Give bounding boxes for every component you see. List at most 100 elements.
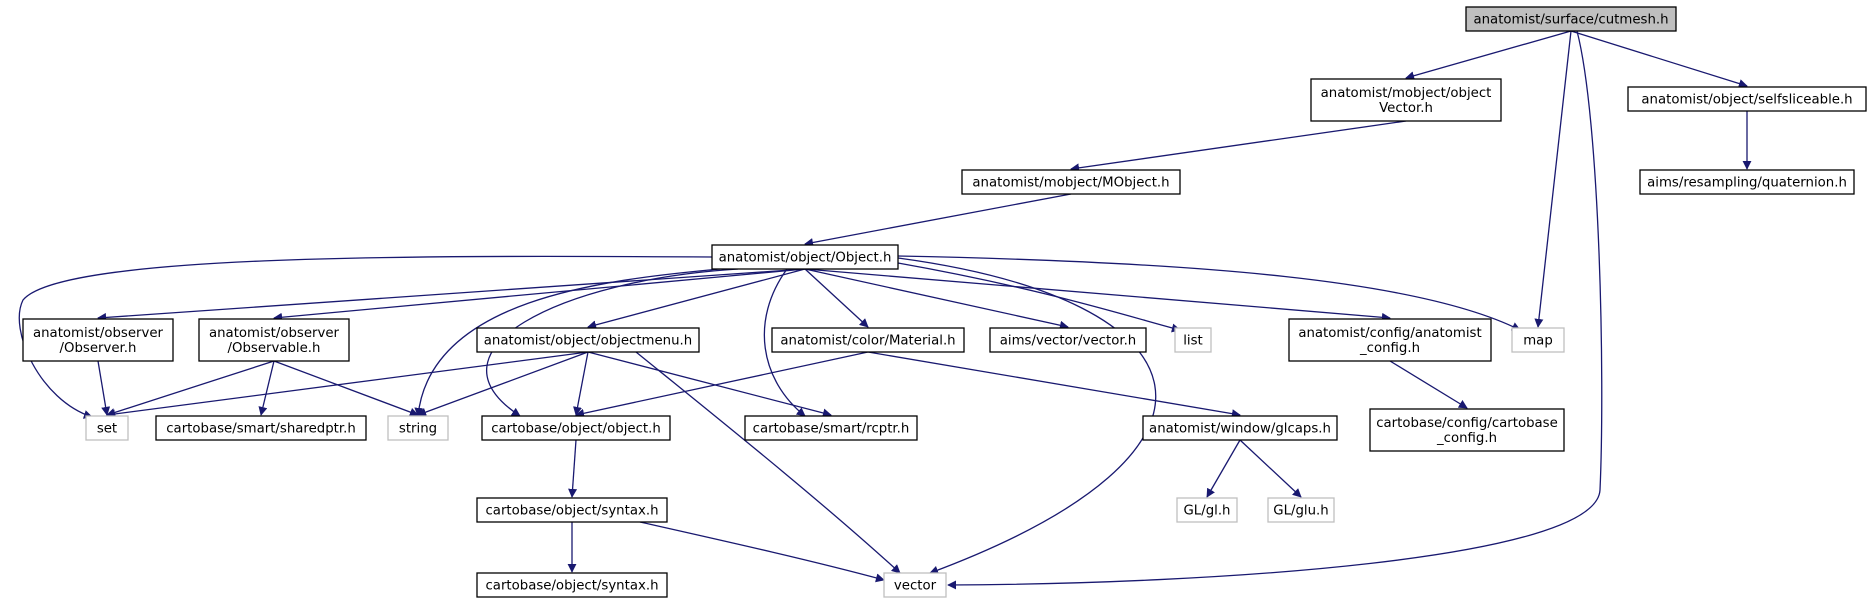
edge-objectmenu-to-rcptr — [587, 351, 832, 418]
node-box — [1369, 408, 1565, 452]
edge-cutmesh-to-selfsliceable — [1570, 30, 1748, 88]
node-label: anatomist/window/glcaps.h — [1149, 422, 1331, 437]
edge-object_h-to-anaconfig — [804, 268, 1391, 322]
node-box — [1627, 86, 1867, 112]
node-box — [476, 327, 700, 353]
edge-glcaps-to-gl — [1206, 439, 1241, 498]
node-label: anatomist/color/Material.h — [780, 334, 955, 349]
node-box — [22, 318, 174, 362]
node-selfsliceable[interactable]: anatomist/object/selfsliceable.h — [1627, 86, 1867, 112]
node-list: list — [1174, 327, 1212, 353]
edge-object_h-to-list — [897, 262, 1181, 333]
node-material[interactable]: anatomist/color/Material.h — [771, 327, 965, 353]
edge-object_h-to-vector — [897, 257, 1157, 575]
node-box — [1174, 327, 1212, 353]
node-glcaps[interactable]: anatomist/window/glcaps.h — [1142, 415, 1338, 441]
node-box — [1639, 169, 1855, 195]
node-label: cartobase/object/object.h — [491, 422, 661, 437]
node-aimsvector[interactable]: aims/vector/vector.h — [989, 327, 1147, 353]
node-label: GL/gl.h — [1184, 504, 1231, 519]
node-label: /Observable.h — [228, 341, 321, 356]
node-label: list — [1183, 334, 1203, 349]
node-cutmesh[interactable]: anatomist/surface/cutmesh.h — [1465, 6, 1677, 32]
node-box — [1511, 327, 1565, 353]
node-label: /Observer.h — [60, 341, 137, 356]
node-object_h[interactable]: anatomist/object/Object.h — [711, 244, 899, 270]
node-box — [1288, 318, 1492, 362]
node-set: set — [85, 415, 129, 441]
node-box — [1176, 497, 1238, 523]
edge-cbobject-to-syntax1 — [568, 439, 578, 498]
node-glu: GL/glu.h — [1267, 497, 1335, 523]
edge-material-to-cbobject — [575, 351, 869, 418]
node-label: anatomist/observer — [33, 326, 164, 341]
node-label: Vector.h — [1379, 101, 1433, 116]
edge-syntax1-to-vector — [639, 521, 885, 583]
node-label: _config.h — [1359, 341, 1420, 356]
edge-object_h-to-aimsvector — [804, 268, 1069, 330]
node-label: anatomist/mobject/MObject.h — [972, 176, 1169, 191]
node-box — [744, 415, 918, 441]
node-label: anatomist/surface/cutmesh.h — [1473, 13, 1668, 28]
node-box — [155, 415, 367, 441]
edge-glcaps-to-glu — [1239, 439, 1302, 498]
node-label: string — [399, 422, 437, 437]
node-label: cartobase/config/cartobase — [1376, 416, 1558, 431]
edge-object_h-to-map — [897, 255, 1521, 331]
node-box — [883, 572, 947, 598]
node-label: set — [97, 422, 117, 437]
node-syntax1[interactable]: cartobase/object/syntax.h — [476, 497, 668, 523]
node-observable[interactable]: anatomist/observer/Observable.h — [198, 318, 350, 362]
node-anaconfig[interactable]: anatomist/config/anatomist_config.h — [1288, 318, 1492, 362]
edge-object_h-to-cbobject — [485, 268, 739, 417]
node-box — [1267, 497, 1335, 523]
node-rcptr[interactable]: cartobase/smart/rcptr.h — [744, 415, 918, 441]
node-box — [481, 415, 671, 441]
node-box — [476, 572, 668, 598]
node-label: anatomist/mobject/object — [1321, 86, 1492, 101]
edge-object_h-to-observer — [97, 268, 806, 322]
node-label: anatomist/object/Object.h — [719, 251, 892, 266]
node-vector: vector — [883, 572, 947, 598]
node-label: cartobase/object/syntax.h — [485, 504, 658, 519]
edge-observable-to-sharedptr — [258, 360, 275, 416]
node-objectmenu[interactable]: anatomist/object/objectmenu.h — [476, 327, 700, 353]
node-gl: GL/gl.h — [1176, 497, 1238, 523]
node-label: _config.h — [1436, 431, 1497, 446]
node-box — [198, 318, 350, 362]
node-box — [85, 415, 129, 441]
node-label: GL/glu.h — [1273, 504, 1328, 519]
edge-object_h-to-string — [414, 268, 721, 417]
edge-objectmenu-to-set — [106, 351, 589, 419]
node-mobject[interactable]: anatomist/mobject/MObject.h — [961, 169, 1181, 195]
edge-objectmenu-to-vector — [635, 351, 901, 574]
node-quaternion[interactable]: aims/resampling/quaternion.h — [1639, 169, 1855, 195]
node-label: aims/vector/vector.h — [1000, 334, 1136, 349]
node-cbconfig[interactable]: cartobase/config/cartobase_config.h — [1369, 408, 1565, 452]
edge-object_h-to-observable — [273, 268, 806, 322]
edge-cutmesh-to-vector — [947, 30, 1603, 590]
node-box — [961, 169, 1181, 195]
node-box — [711, 244, 899, 270]
node-syntax2[interactable]: cartobase/object/syntax.h — [476, 572, 668, 598]
edge-objectmenu-to-string — [417, 351, 589, 417]
node-sharedptr[interactable]: cartobase/smart/sharedptr.h — [155, 415, 367, 441]
edge-mobject-to-object_h — [804, 193, 1072, 247]
node-label: map — [1523, 334, 1553, 349]
node-box — [476, 497, 668, 523]
node-box — [387, 415, 449, 441]
node-box — [1310, 78, 1502, 122]
node-label: vector — [894, 579, 937, 594]
edge-anaconfig-to-cbconfig — [1389, 360, 1468, 409]
node-map: map — [1511, 327, 1565, 353]
node-label: cartobase/smart/sharedptr.h — [166, 422, 356, 437]
node-box — [1142, 415, 1338, 441]
edge-object_h-to-set — [18, 255, 713, 419]
node-observer[interactable]: anatomist/observer/Observer.h — [22, 318, 174, 362]
edge-material-to-glcaps — [867, 351, 1241, 419]
node-cbobject[interactable]: cartobase/object/object.h — [481, 415, 671, 441]
node-label: aims/resampling/quaternion.h — [1647, 176, 1847, 191]
node-label: anatomist/config/anatomist — [1298, 326, 1481, 341]
